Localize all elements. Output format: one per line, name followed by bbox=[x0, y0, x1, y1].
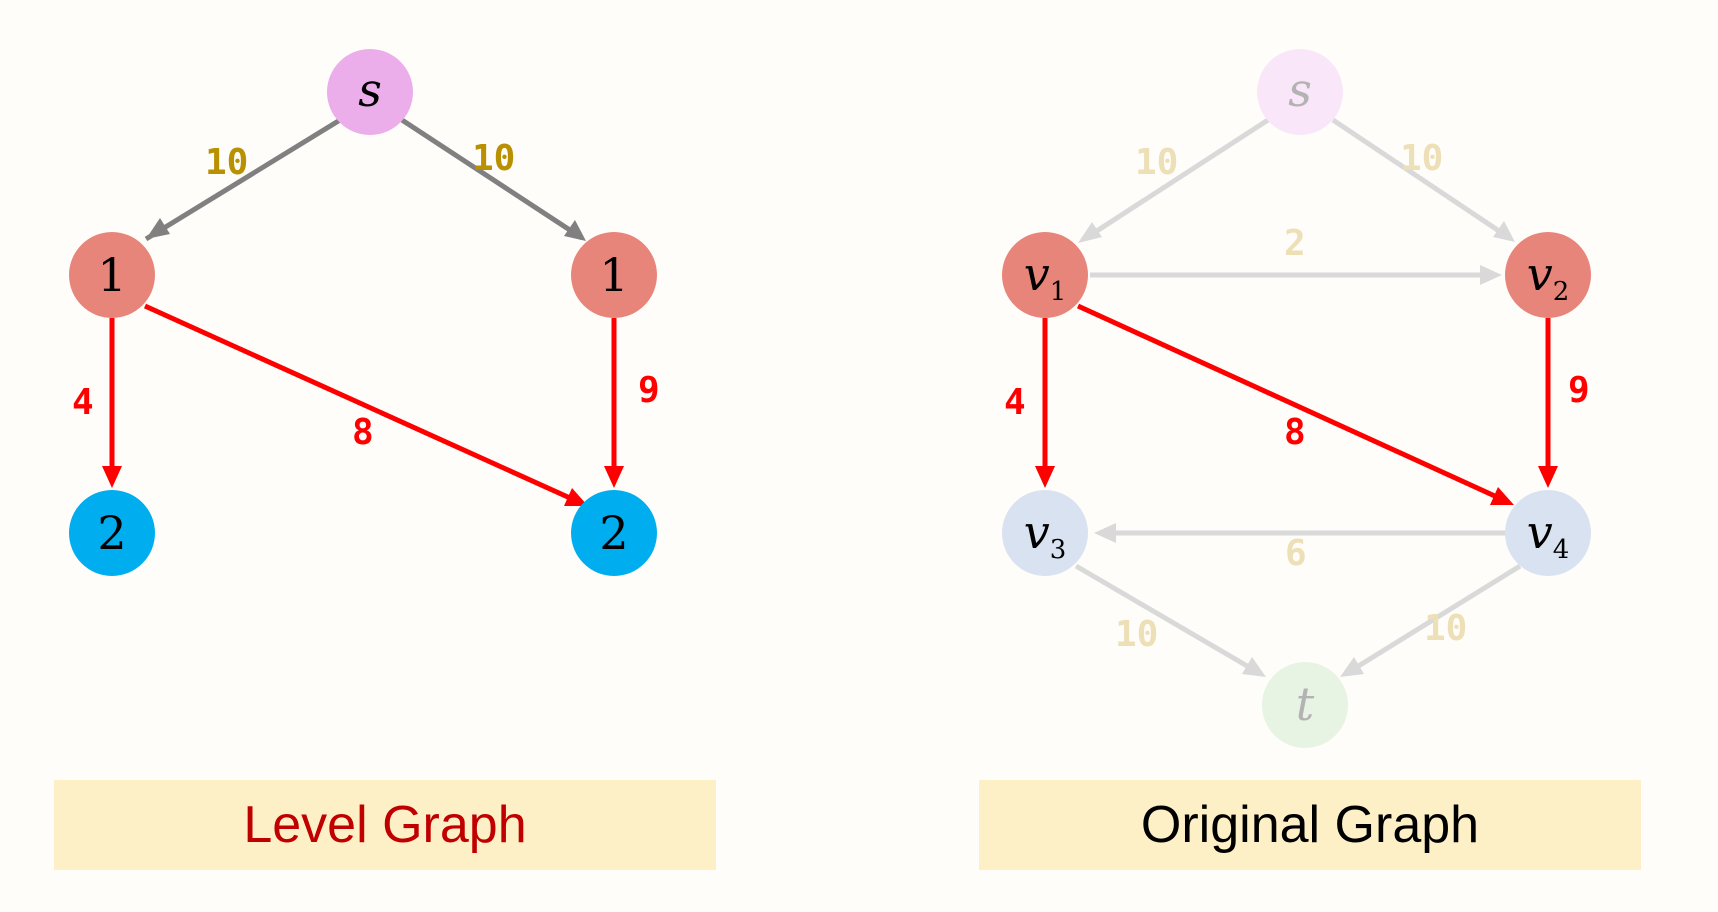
cap-a-c: 4 bbox=[72, 382, 94, 423]
cap-v1-v4: 8 bbox=[1284, 412, 1306, 453]
arrowhead-s-b bbox=[564, 220, 586, 241]
node-circle bbox=[1262, 662, 1348, 748]
level-capacities: 10 10 4 8 9 bbox=[72, 138, 660, 453]
cap-s-a: 10 bbox=[205, 142, 248, 183]
node-label-c: 2 bbox=[97, 506, 126, 560]
edge-s-v2 bbox=[1331, 117, 1510, 240]
arrowhead-v1-v3 bbox=[1035, 466, 1055, 488]
original-graph-caption: Original Graph bbox=[979, 780, 1641, 870]
cap-v2-v4: 9 bbox=[1568, 370, 1590, 411]
node-label-s: s bbox=[1288, 63, 1312, 117]
original-graph-caption-text: Original Graph bbox=[1140, 796, 1480, 854]
level-graph-caption: Level Graph bbox=[54, 780, 716, 870]
edge-s-v1 bbox=[1084, 117, 1270, 241]
original-faded-edges bbox=[1074, 117, 1522, 677]
node-circle bbox=[1505, 490, 1591, 576]
arrowhead-a-d bbox=[564, 488, 588, 506]
original-graph: 10 10 2 4 8 9 6 10 10 s v1 v2 v3 bbox=[1002, 49, 1591, 748]
original-node-v3: v3 bbox=[1002, 490, 1088, 576]
level-graph: 10 10 4 8 9 s 1 1 2 2 bbox=[69, 49, 660, 576]
arrowhead-v4-v3 bbox=[1094, 523, 1116, 543]
node-circle bbox=[327, 49, 413, 135]
node-circle bbox=[571, 232, 657, 318]
cap-v4-t: 10 bbox=[1424, 608, 1467, 649]
edge-s-a bbox=[144, 117, 342, 242]
node-circle bbox=[69, 232, 155, 318]
cap-a-d: 8 bbox=[352, 412, 374, 453]
node-label-t: t bbox=[1296, 677, 1315, 731]
edge-s-b bbox=[400, 117, 584, 241]
arrowhead-s-a bbox=[146, 218, 170, 239]
cap-b-d: 9 bbox=[638, 370, 660, 411]
original-node-t: t bbox=[1262, 662, 1348, 748]
original-node-s: s bbox=[1257, 49, 1343, 135]
arrowhead-v2-v4 bbox=[1538, 466, 1558, 488]
arrowhead-s-v2 bbox=[1493, 221, 1515, 242]
node-circle bbox=[69, 490, 155, 576]
original-red-edges bbox=[1035, 303, 1558, 505]
arrowhead-a-c bbox=[102, 466, 122, 488]
level-graph-caption-text: Level Graph bbox=[243, 796, 527, 854]
original-node-v2: v2 bbox=[1505, 232, 1591, 318]
cap-s-v2: 10 bbox=[1400, 138, 1443, 179]
node-label-v4: v4 bbox=[1527, 505, 1570, 565]
node-circle bbox=[1505, 232, 1591, 318]
node-label-s: s bbox=[358, 63, 382, 117]
level-node-s: s bbox=[327, 49, 413, 135]
node-circle bbox=[571, 490, 657, 576]
node-label-v1: v1 bbox=[1024, 247, 1067, 307]
node-label-a: 1 bbox=[97, 248, 126, 302]
arrowhead-v4-t bbox=[1340, 657, 1364, 677]
level-edges bbox=[102, 117, 624, 506]
cap-v1-v2: 2 bbox=[1284, 223, 1306, 264]
node-circle bbox=[1002, 232, 1088, 318]
original-node-v1: v1 bbox=[1002, 232, 1088, 318]
level-node-a: 1 bbox=[69, 232, 155, 318]
edge-v4-t bbox=[1350, 563, 1522, 673]
node-label-d: 2 bbox=[599, 506, 628, 560]
node-label-b: 1 bbox=[599, 248, 628, 302]
node-label-v2: v2 bbox=[1527, 247, 1570, 307]
cap-v3-t: 10 bbox=[1115, 614, 1158, 655]
node-circle bbox=[1002, 490, 1088, 576]
level-node-b: 1 bbox=[571, 232, 657, 318]
level-node-c: 2 bbox=[69, 490, 155, 576]
arrowhead-s-v1 bbox=[1078, 222, 1102, 243]
node-circle bbox=[1257, 49, 1343, 135]
cap-v4-v3: 6 bbox=[1285, 533, 1307, 574]
arrowhead-b-d bbox=[604, 466, 624, 488]
cap-s-v1: 10 bbox=[1135, 142, 1178, 183]
original-capacities: 10 10 2 4 8 9 6 10 10 bbox=[1004, 138, 1590, 655]
cap-v1-v3: 4 bbox=[1004, 382, 1026, 423]
arrowhead-v1-v4 bbox=[1490, 487, 1514, 505]
edge-v1-v4 bbox=[1076, 303, 1499, 500]
original-node-v4: v4 bbox=[1505, 490, 1591, 576]
arrowhead-v3-t bbox=[1242, 657, 1266, 677]
node-label-v3: v3 bbox=[1024, 505, 1067, 565]
level-node-d: 2 bbox=[571, 490, 657, 576]
cap-s-b: 10 bbox=[472, 138, 515, 179]
edge-a-d bbox=[143, 303, 572, 501]
arrowhead-v1-v2 bbox=[1480, 265, 1502, 285]
edge-v3-t bbox=[1074, 563, 1256, 673]
